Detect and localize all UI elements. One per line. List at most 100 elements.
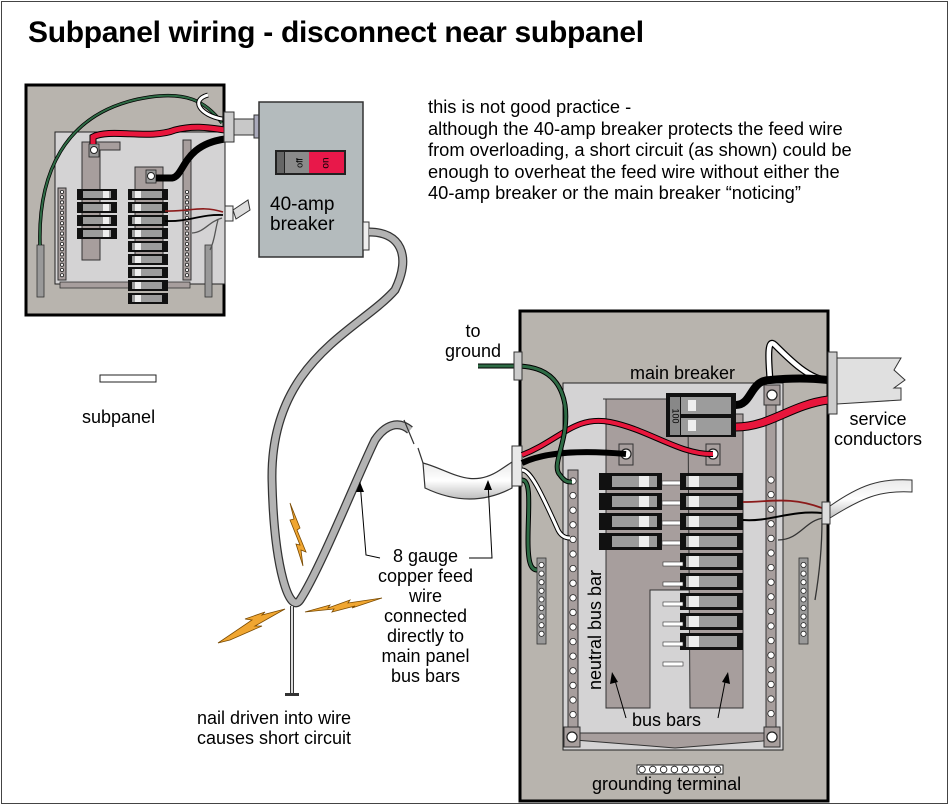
terminal-screw-icon (638, 765, 646, 774)
terminal-screw-icon (569, 637, 577, 646)
to-ground-label: to ground (445, 321, 501, 361)
feed-line: main panel (381, 646, 470, 666)
disconnect-label-line: breaker (270, 214, 335, 235)
leader-line (469, 481, 493, 559)
terminal-screw-icon (60, 200, 65, 205)
nail-label: nail driven into wire causes short circu… (197, 708, 351, 748)
nail-line: causes short circuit (197, 728, 352, 748)
note-line: 40-amp breaker or the main breaker “noti… (428, 182, 801, 204)
feed-cable (422, 460, 513, 500)
terminal-screw-icon (184, 236, 189, 241)
subpanel-grounding-terminal (99, 374, 157, 383)
switch-on-label: on (321, 157, 332, 168)
feed-line: bus bars (391, 666, 461, 686)
terminal-screw-icon (184, 257, 189, 262)
terminal-screw-icon (60, 205, 65, 210)
screw-icon (766, 731, 778, 743)
main-breaker-label: main breaker (630, 363, 736, 383)
spark-icon (304, 597, 383, 613)
terminal-screw-icon (60, 210, 65, 215)
note-line: this is not good practice - (428, 96, 632, 117)
terminal-screw-icon (767, 476, 775, 484)
service-line: service (849, 409, 907, 429)
terminal-screw-icon (659, 765, 668, 774)
cable-connector (223, 111, 235, 143)
terminal-screw-icon (767, 709, 775, 718)
terminal-screw-icon (800, 570, 807, 577)
branch-cable-clamp (224, 205, 234, 222)
terminal-screw-icon (767, 490, 775, 499)
screw-icon (566, 731, 578, 743)
feed-line: copper feed (378, 566, 474, 586)
switch-off-side (285, 152, 309, 173)
terminal-screw-icon (538, 613, 545, 620)
arrow-icon (610, 672, 618, 684)
feed-line: wire (409, 586, 443, 606)
terminal-screw-icon (60, 241, 65, 246)
terminal-screw-icon (569, 681, 577, 690)
terminal-screw-icon (569, 652, 577, 660)
terminal-screw-icon (569, 594, 577, 602)
note-line: from overloading, a short circuit (as sh… (428, 139, 852, 161)
terminal-screw-icon (569, 521, 577, 529)
spark-icon (217, 608, 286, 644)
terminal-screw-icon (184, 221, 189, 226)
nail-line: nail driven into wire (197, 708, 352, 728)
terminal-screw-icon (60, 273, 65, 278)
terminal-screw-icon (60, 236, 65, 241)
switch-off-label: off (294, 158, 304, 168)
terminal-screw-icon (569, 710, 577, 719)
terminal-screw-icon (703, 765, 711, 774)
branch-cable (232, 199, 251, 220)
terminal-screw-icon (713, 765, 722, 774)
leader-line (613, 676, 627, 719)
subpanel-ground-bar-right (204, 244, 213, 298)
terminal-screw-icon (60, 189, 65, 194)
terminal-screw-icon (569, 623, 577, 631)
terminal-screw-icon (184, 247, 189, 252)
terminal-screw-icon (184, 210, 189, 215)
terminal-screw-icon (538, 622, 545, 629)
terminal-screw-icon (767, 651, 775, 659)
switch-on-side (309, 152, 344, 173)
terminal-screw-icon (767, 695, 775, 703)
terminal-screw-icon (184, 252, 189, 257)
terminal-screw-icon (538, 579, 545, 586)
terminal-screw-icon (184, 200, 189, 205)
terminal-screw-icon (538, 605, 545, 612)
to-ground-line: to (465, 321, 481, 341)
subpanel-bottom-bar (59, 281, 191, 289)
terminal-screw-icon (538, 570, 545, 577)
screw-icon (766, 389, 778, 401)
main-panel: 100 (478, 309, 913, 803)
terminal-screw-icon (184, 231, 189, 236)
terminal-screw-icon (569, 608, 577, 617)
terminal-screw-icon (538, 596, 545, 603)
warning-note: this is not good practice - although the… (428, 96, 852, 204)
leader-line (717, 676, 727, 719)
terminal-screw-icon (184, 262, 189, 267)
terminal-screw-icon (184, 273, 189, 278)
terminal-screw-icon (767, 622, 775, 630)
terminal-screw-icon (60, 247, 65, 252)
subpanel-hot-black-wire (156, 135, 226, 182)
screw-icon (147, 172, 155, 180)
feed-line: directly to (387, 626, 465, 646)
disconnect-label-line: 40-amp (270, 194, 335, 215)
terminal-screw-icon (800, 562, 807, 569)
terminal-screw-icon (692, 765, 700, 774)
terminal-screw-icon (538, 562, 545, 569)
terminal-screw-icon (60, 221, 65, 226)
terminal-screw-icon (800, 605, 807, 612)
terminal-screw-icon (60, 257, 65, 262)
arrow-icon (722, 672, 730, 684)
terminal-screw-icon (569, 564, 577, 573)
terminal-screw-icon (60, 252, 65, 257)
terminal-screw-icon (184, 267, 189, 272)
service-entry-fitting (827, 351, 838, 415)
service-line: conductors (834, 429, 923, 449)
feed-black-wire (520, 449, 627, 466)
terminal-screw-icon (60, 195, 65, 200)
